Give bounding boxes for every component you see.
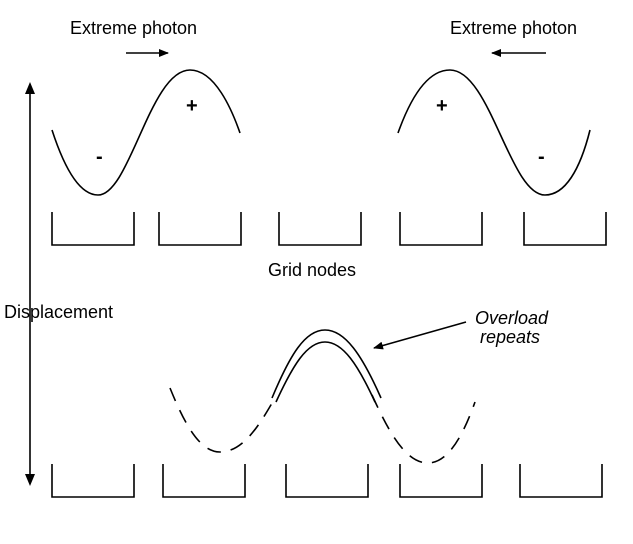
wave-bottom-dashed-left [169, 387, 276, 453]
photon-label-left: Extreme photon [70, 18, 197, 38]
wave-top-right [397, 69, 591, 196]
arrow-down-icon [25, 474, 35, 486]
overload-arrow-icon [373, 321, 467, 350]
grid-node-top-4 [399, 212, 483, 246]
grid-node-bottom-5 [519, 464, 603, 498]
arrow-up-icon [25, 82, 35, 94]
grid-node-bottom-4 [399, 464, 483, 498]
wave-top-left [51, 69, 241, 196]
overload-peak-outer [271, 329, 382, 399]
overload-label-line2: repeats [480, 327, 540, 347]
overload-peak-inner [275, 341, 376, 403]
displacement-label: Displacement [4, 302, 113, 322]
plus-sign-right: + [436, 95, 448, 117]
overload-label-line1: Overload [475, 308, 549, 328]
grid-nodes-label: Grid nodes [268, 260, 356, 280]
grid-node-top-5 [523, 212, 607, 246]
grid-node-bottom-1 [51, 464, 135, 498]
minus-sign-right: - [538, 146, 545, 168]
grid-node-top-2 [158, 212, 242, 246]
minus-sign-left: - [96, 146, 103, 168]
wave-bottom-dashed-right [371, 394, 476, 464]
grid-node-bottom-2 [162, 464, 246, 498]
grid-node-top-1 [51, 212, 135, 246]
photon-label-right: Extreme photon [450, 18, 577, 38]
grid-node-top-3 [278, 212, 362, 246]
grid-node-bottom-3 [285, 464, 369, 498]
plus-sign-left: + [186, 95, 198, 117]
